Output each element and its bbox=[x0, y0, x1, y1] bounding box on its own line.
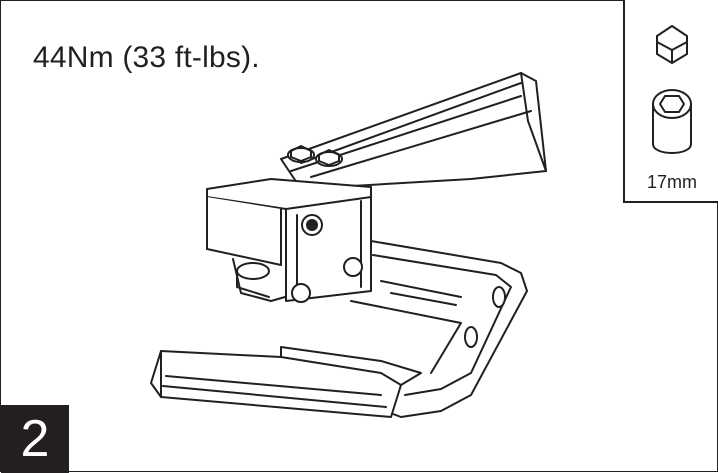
hex-bolt-icon bbox=[656, 25, 688, 64]
tool-size-label: 17mm bbox=[646, 172, 697, 192]
hex-socket-icon bbox=[652, 89, 692, 154]
tool-indicator: 17mm bbox=[623, 0, 718, 203]
bolt-right bbox=[315, 149, 343, 167]
bolt-left bbox=[287, 145, 315, 163]
torque-instruction: 44Nm (33 ft-lbs). bbox=[33, 41, 260, 74]
step-number: 2 bbox=[1, 405, 69, 473]
